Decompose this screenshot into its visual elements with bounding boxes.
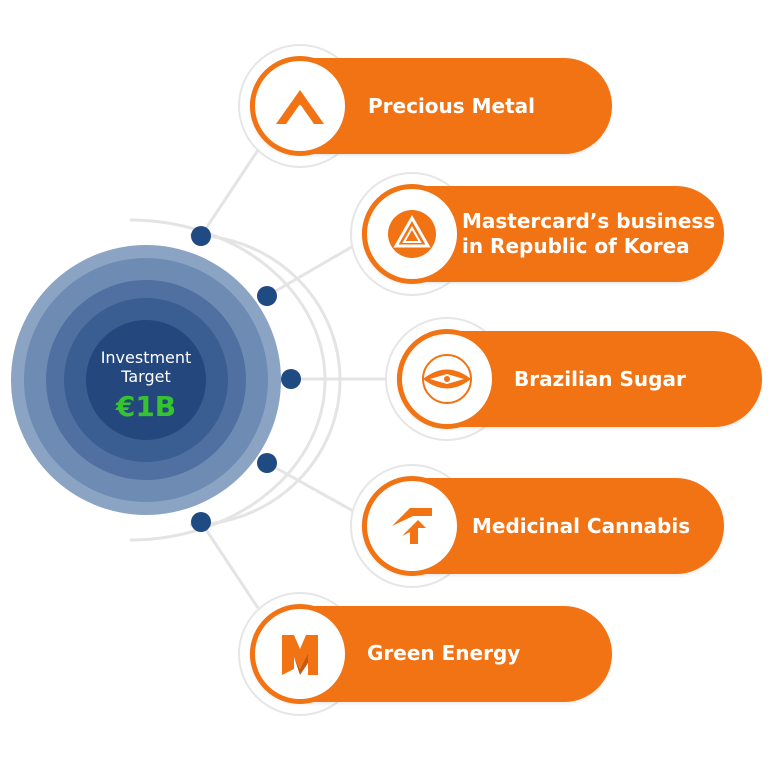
- connector-line-5: [199, 521, 260, 609]
- connector-node-3: [281, 369, 301, 389]
- item-label-precious-metal: Precious Metal: [368, 94, 536, 118]
- item-icon-circle-3: [397, 329, 497, 429]
- connector-node-5: [191, 512, 211, 532]
- connector-node-1: [191, 226, 211, 246]
- connector-line-2: [266, 243, 356, 298]
- connector-line-1: [199, 149, 260, 237]
- chevron-layers-icon: [392, 508, 432, 544]
- investment-target-label-line1: Investment: [100, 348, 192, 367]
- mountain-peak-icon: [276, 90, 324, 124]
- eye-globe-icon: [422, 354, 472, 404]
- investment-target-label-line2: Target: [121, 367, 171, 386]
- item-icon-circle-1: [250, 56, 350, 156]
- m-monogram-icon: [282, 635, 318, 675]
- connector-node-4: [257, 453, 277, 473]
- item-icon-circle-4: [362, 476, 462, 576]
- item-label-green-energy: Green Energy: [367, 641, 521, 665]
- investment-target-value: €1B: [115, 390, 177, 423]
- item-label-mastercard-korea: Mastercard’s business in Republic of Kor…: [462, 209, 716, 258]
- item-label-medicinal-cannabis: Medicinal Cannabis: [472, 514, 691, 538]
- item-icon-circle-2: [362, 184, 462, 284]
- connector-line-4: [266, 461, 356, 514]
- triangle-emblem-icon: [388, 210, 436, 258]
- item-label-brazilian-sugar: Brazilian Sugar: [514, 367, 686, 391]
- connector-node-2: [257, 286, 277, 306]
- item-icon-circle-5: [250, 604, 350, 704]
